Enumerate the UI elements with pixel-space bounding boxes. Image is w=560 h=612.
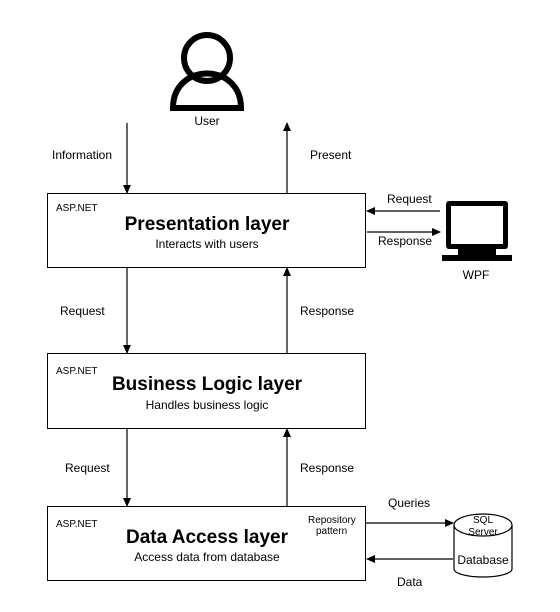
information-label: Information — [52, 148, 113, 162]
business-tech-label: ASP.NET — [56, 366, 98, 377]
data-access-layer-box: ASP.NET Repository pattern Data Access l… — [47, 506, 366, 581]
data-label: Data — [397, 575, 423, 589]
presentation-layer-title: Presentation layer — [124, 214, 290, 235]
wpf-request-label: Request — [387, 192, 432, 206]
database-server-label: Server — [468, 527, 498, 538]
data-access-layer-title: Data Access layer — [126, 527, 288, 548]
queries-label: Queries — [388, 496, 431, 510]
database-sql-label: SQL — [472, 515, 494, 526]
presentation-request-label: Request — [60, 304, 105, 318]
user-icon — [169, 32, 245, 111]
monitor-icon — [442, 201, 512, 261]
database-label: Database — [457, 553, 509, 567]
business-layer-subtitle: Handles business logic — [145, 398, 269, 412]
business-layer-title: Business Logic layer — [111, 374, 303, 395]
repository-note-line1: Repository — [308, 515, 356, 526]
data-access-layer-subtitle: Access data from database — [134, 550, 280, 564]
user-label: User — [194, 114, 220, 128]
business-layer-box: ASP.NET Business Logic layer Handles bus… — [47, 353, 366, 429]
database-icon — [453, 513, 513, 578]
repository-note-line2: pattern — [316, 526, 348, 537]
data-access-tech-label: ASP.NET — [56, 519, 98, 530]
presentation-tech-label: ASP.NET — [56, 203, 98, 214]
business-response-label: Response — [300, 461, 355, 475]
present-label: Present — [310, 148, 352, 162]
wpf-response-label: Response — [378, 234, 433, 248]
presentation-layer-subtitle: Interacts with users — [155, 237, 259, 251]
wpf-label: WPF — [462, 268, 490, 282]
presentation-layer-box: ASP.NET Presentation layer Interacts wit… — [47, 193, 366, 268]
presentation-response-label: Response — [300, 304, 355, 318]
business-request-label: Request — [65, 461, 110, 475]
